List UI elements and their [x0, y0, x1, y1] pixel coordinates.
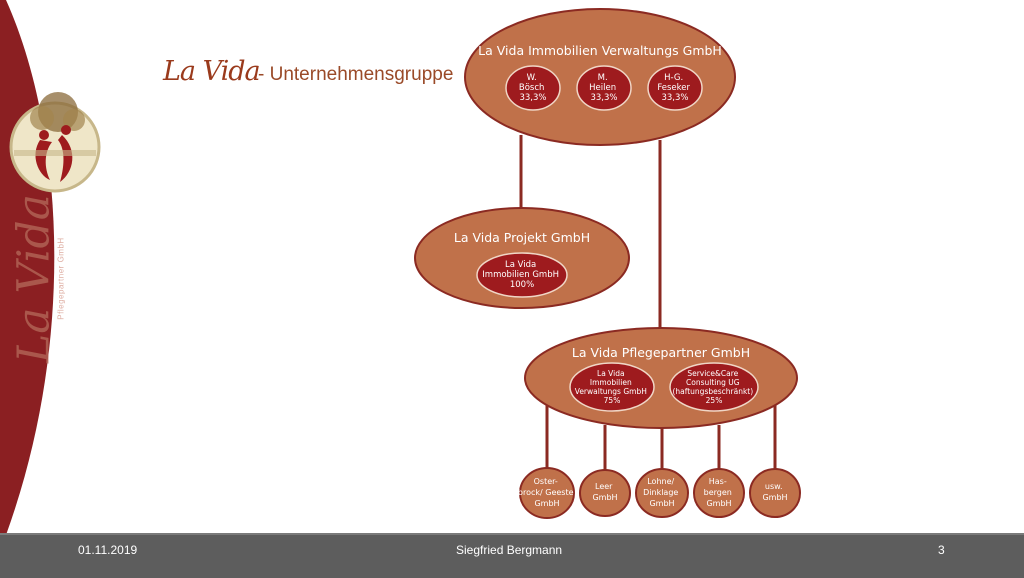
shareholder-heilen-line-1: M.: [598, 73, 608, 83]
shareholder-boesch-text: W. Bösch 33,3%: [519, 73, 547, 103]
branch-osterbrock-line-1: Oster-: [534, 477, 558, 486]
node-verwaltung: La Vida Immobilien Verwaltungs GmbH W. B…: [464, 8, 736, 146]
subsidiary-immobilien-text: La Vida Immobilien GmbH 100%: [482, 260, 561, 290]
shareholder-heilen: M. Heilen 33,3%: [576, 65, 632, 111]
shareholder-feseker-shape: [647, 65, 703, 111]
branch-lohne-line-3: GmbH: [649, 499, 674, 508]
subsidiary-verwaltung: La Vida Immobilien Verwaltungs GmbH 75%: [569, 362, 655, 412]
branch-leer-shape: [579, 469, 631, 517]
logo-banner: [14, 150, 96, 156]
shareholder-feseker: H-G. Feseker 33,3%: [647, 65, 703, 111]
shareholder-feseker-line-1: H-G.: [664, 73, 683, 83]
branch-lohne-shape: [635, 468, 689, 518]
subsidiary-verwaltung-line-4: 75%: [604, 396, 621, 405]
subsidiary-immobilien-shape: [476, 252, 568, 298]
subsidiary-servicecare-text: Service&Care Consulting UG (haftungsbesc…: [672, 369, 755, 405]
subsidiary-immobilien-line-3: 100%: [510, 280, 534, 290]
footer-bar: [0, 533, 1024, 578]
shareholder-feseker-line-3: 33,3%: [661, 93, 688, 103]
figure-left-head: [39, 130, 49, 140]
footer-date: 01.11.2019: [78, 543, 138, 557]
org-diagram: La Vida Immobilien Verwaltungs GmbH W. B…: [414, 8, 801, 519]
branch-lohne: Lohne/ Dinklage GmbH: [635, 468, 689, 518]
branch-leer: Leer GmbH: [579, 469, 631, 517]
shareholder-heilen-shape: [576, 65, 632, 111]
branch-hasbergen: Has- bergen GmbH: [693, 468, 745, 518]
branch-hasbergen-text: Has- bergen GmbH: [704, 477, 735, 508]
subsidiary-verwaltung-shape: [569, 362, 655, 412]
branch-usw: usw. GmbH: [749, 468, 801, 518]
branch-osterbrock-text: Oster- brock/ Geeste GmbH: [518, 477, 576, 508]
shareholder-boesch: W. Bösch 33,3%: [505, 65, 561, 111]
tree-canopy-2: [30, 106, 54, 130]
subsidiary-verwaltung-line-1: La Vida: [597, 369, 625, 378]
node-pflege-shape: [524, 327, 798, 429]
shareholder-heilen-text: M. Heilen 33,3%: [589, 73, 619, 103]
node-projekt: La Vida Projekt GmbH La Vida Immobilien …: [414, 207, 630, 309]
subsidiary-immobilien: La Vida Immobilien GmbH 100%: [476, 252, 568, 298]
subsidiary-verwaltung-line-2: Immobilien: [590, 378, 632, 387]
subsidiary-servicecare-line-2: Consulting UG: [686, 378, 740, 387]
branch-lohne-line-1: Lohne/: [647, 477, 674, 486]
branch-leer-line-2: GmbH: [592, 493, 617, 502]
shareholder-boesch-line-1: W.: [527, 73, 537, 83]
branch-lohne-text: Lohne/ Dinklage GmbH: [643, 477, 681, 508]
subsidiary-verwaltung-text: La Vida Immobilien Verwaltungs GmbH 75%: [575, 369, 649, 405]
subsidiary-servicecare-line-4: 25%: [706, 396, 723, 405]
branch-leer-text: Leer GmbH: [592, 482, 617, 502]
footer-presenter: Siegfried Bergmann: [456, 543, 563, 557]
footer-page-number: 3: [938, 543, 945, 557]
subsidiary-servicecare: Service&Care Consulting UG (haftungsbesc…: [669, 362, 759, 412]
shareholder-boesch-shape: [505, 65, 561, 111]
branch-usw-line-1: usw.: [765, 482, 783, 491]
branch-osterbrock-line-2: brock/ Geeste: [518, 488, 574, 497]
subsidiary-immobilien-line-2: Immobilien GmbH: [482, 270, 559, 280]
node-pflege-label: La Vida Pflegepartner GmbH: [572, 345, 750, 360]
shareholder-heilen-line-3: 33,3%: [590, 93, 617, 103]
shareholder-heilen-line-2: Heilen: [589, 83, 616, 93]
subsidiary-immobilien-line-1: La Vida: [505, 260, 536, 270]
branch-hasbergen-shape: [693, 468, 745, 518]
branch-usw-line-2: GmbH: [762, 493, 787, 502]
sidebar-graphic: [0, 0, 101, 535]
branch-osterbrock: Oster- brock/ Geeste GmbH: [518, 467, 576, 519]
branch-hasbergen-line-3: GmbH: [706, 499, 731, 508]
branch-usw-text: usw. GmbH: [762, 482, 787, 502]
branch-leer-line-1: Leer: [595, 482, 613, 491]
tree-canopy-3: [63, 109, 85, 131]
subsidiary-servicecare-shape: [669, 362, 759, 412]
branch-hasbergen-line-1: Has-: [709, 477, 727, 486]
branch-usw-shape: [749, 468, 801, 518]
node-projekt-label: La Vida Projekt GmbH: [454, 230, 590, 245]
branch-osterbrock-line-3: GmbH: [534, 499, 559, 508]
subsidiary-servicecare-line-3: (haftungsbeschränkt): [672, 387, 753, 396]
subsidiary-verwaltung-line-3: Verwaltungs GmbH: [575, 387, 647, 396]
branch-hasbergen-line-2: bergen: [704, 488, 732, 497]
shareholder-boesch-line-2: Bösch: [519, 83, 545, 93]
title-script: La Vida: [163, 56, 261, 87]
node-pflege: La Vida Pflegepartner GmbH La Vida Immob…: [524, 327, 798, 429]
shareholder-boesch-line-3: 33,3%: [519, 93, 546, 103]
figure-right-head: [61, 125, 71, 135]
title-text: - Unternehmensgruppe: [258, 64, 454, 85]
logo: [9, 92, 101, 193]
branch-lohne-line-2: Dinklage: [643, 488, 678, 497]
figure-right: [58, 135, 73, 182]
node-verwaltung-label: La Vida Immobilien Verwaltungs GmbH: [478, 43, 722, 58]
shareholder-feseker-text: H-G. Feseker 33,3%: [657, 73, 692, 103]
subsidiary-servicecare-line-1: Service&Care: [687, 369, 738, 378]
shareholder-feseker-line-2: Feseker: [657, 83, 690, 93]
branch-osterbrock-shape: [519, 467, 575, 519]
